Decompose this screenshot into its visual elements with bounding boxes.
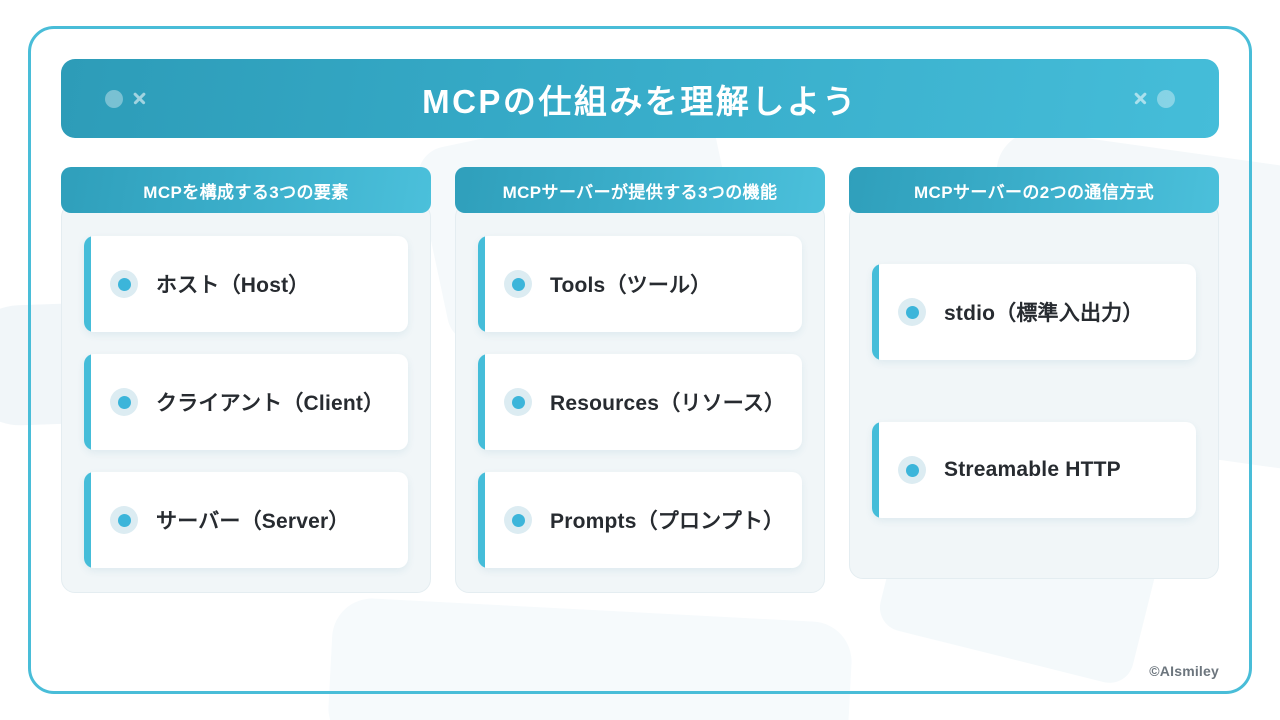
bullet-icon	[504, 388, 532, 416]
bullet-icon	[504, 506, 532, 534]
list-item-label: stdio（標準入出力）	[944, 302, 1144, 325]
list-item[interactable]: クライアント（Client）	[84, 354, 408, 450]
column-header-components: MCPを構成する3つの要素	[61, 167, 431, 213]
page-title: MCPの仕組みを理解しよう	[422, 82, 858, 120]
column-header-label: MCPサーバーの2つの通信方式	[913, 182, 1155, 202]
bullet-icon	[898, 456, 926, 484]
list-item[interactable]: Tools（ツール）	[478, 236, 802, 332]
columns-container: MCPを構成する3つの要素 ホスト（Host） クライアント（Client）	[61, 167, 1219, 691]
list-item-label: ホスト（Host）	[156, 274, 310, 297]
list-item[interactable]: Resources（リソース）	[478, 354, 802, 450]
bullet-icon	[504, 270, 532, 298]
slide-frame: MCPの仕組みを理解しよう MCPを構成する3つの要素 ホスト（	[28, 26, 1252, 694]
column-transport-methods: MCPサーバーの2つの通信方式 stdio（標準入出力） Streamable …	[849, 167, 1219, 579]
copyright-credit: ©AIsmiley	[1149, 663, 1219, 679]
title-banner: MCPの仕組みを理解しよう	[61, 59, 1219, 138]
list-item-label: Streamable HTTP	[944, 458, 1121, 481]
title-decoration-right	[1133, 89, 1175, 108]
title-decoration-left	[105, 89, 147, 108]
column-body-components: ホスト（Host） クライアント（Client） サーバー（Server）	[61, 203, 431, 593]
list-item[interactable]: stdio（標準入出力）	[872, 264, 1196, 360]
list-item-label: Prompts（プロンプト）	[550, 510, 785, 533]
list-item-label: Tools（ツール）	[550, 274, 712, 297]
column-components: MCPを構成する3つの要素 ホスト（Host） クライアント（Client）	[61, 167, 431, 593]
bullet-icon	[110, 506, 138, 534]
circle-icon	[1157, 89, 1175, 108]
circle-icon	[105, 89, 123, 108]
list-item[interactable]: Streamable HTTP	[872, 422, 1196, 518]
column-body-server-features: Tools（ツール） Resources（リソース） Prompts（プロンプト…	[455, 203, 825, 593]
column-header-label: MCPサーバーが提供する3つの機能	[502, 182, 778, 202]
bullet-icon	[110, 388, 138, 416]
close-x-icon	[132, 91, 147, 106]
bullet-icon	[110, 270, 138, 298]
column-header-label: MCPを構成する3つの要素	[143, 182, 349, 202]
column-server-features: MCPサーバーが提供する3つの機能 Tools（ツール） Resources（リ…	[455, 167, 825, 593]
close-x-icon	[1133, 91, 1148, 106]
list-item-label: Resources（リソース）	[550, 392, 786, 415]
column-header-transport-methods: MCPサーバーの2つの通信方式	[849, 167, 1219, 213]
slide-content: MCPの仕組みを理解しよう MCPを構成する3つの要素 ホスト（	[31, 29, 1249, 691]
list-item[interactable]: サーバー（Server）	[84, 472, 408, 568]
list-item-label: クライアント（Client）	[156, 392, 385, 415]
bullet-icon	[898, 298, 926, 326]
list-item[interactable]: Prompts（プロンプト）	[478, 472, 802, 568]
column-body-transport-methods: stdio（標準入出力） Streamable HTTP	[849, 203, 1219, 579]
column-header-server-features: MCPサーバーが提供する3つの機能	[455, 167, 825, 213]
list-item-label: サーバー（Server）	[156, 510, 350, 533]
list-item[interactable]: ホスト（Host）	[84, 236, 408, 332]
